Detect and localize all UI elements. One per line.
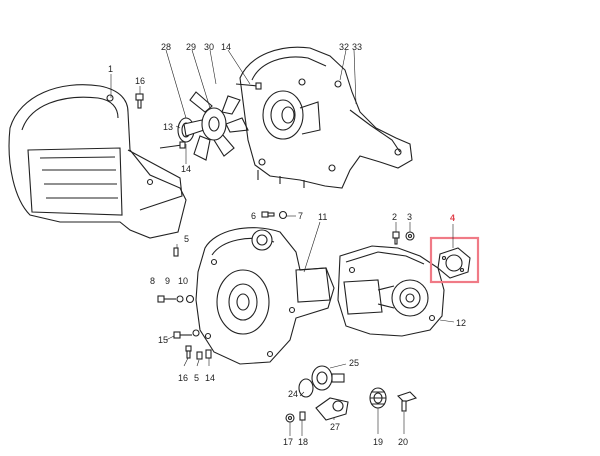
label-28: 28 [161,42,171,52]
part-6-bolt[interactable] [261,211,275,218]
part-1-fan-shroud[interactable] [8,84,187,239]
part-14-screw-bottom[interactable] [205,349,212,359]
label-33: 33 [352,42,362,52]
label-24: 24 [288,389,298,399]
label-1: 1 [108,64,113,74]
part-20-pin[interactable] [396,391,418,412]
label-25: 25 [349,358,359,368]
label-7: 7 [298,211,303,221]
label-14-top: 14 [221,42,231,52]
label-5-top: 5 [184,234,189,244]
label-15: 15 [158,335,168,345]
part-crankcase-half[interactable] [195,227,335,365]
label-13: 13 [163,122,173,132]
part-16-bolt-bottom[interactable] [185,345,192,359]
label-10: 10 [178,276,188,286]
highlight-box [429,236,480,284]
part-24-25-bearing[interactable] [298,365,345,398]
leader-lines [110,49,455,436]
part-32-33-flywheel-housing[interactable] [239,46,413,189]
label-16-top: 16 [135,76,145,86]
part-15-screw[interactable] [173,329,200,339]
part-2-bolt[interactable] [392,231,400,245]
part-5-pin-top[interactable] [173,247,179,257]
part-19-gear[interactable] [369,387,387,409]
label-9: 9 [165,276,170,286]
label-16-bottom: 16 [178,373,188,383]
part-7-nut[interactable] [278,210,288,220]
label-20: 20 [398,437,408,447]
part-4-gasket[interactable] [437,247,471,279]
label-18: 18 [298,437,308,447]
part-30-screw[interactable] [235,82,262,90]
label-11: 11 [318,212,327,222]
label-12: 12 [456,318,466,328]
label-27: 27 [330,422,340,432]
part-29-fan[interactable] [183,91,249,161]
label-19: 19 [373,437,383,447]
label-14-bottom: 14 [205,373,215,383]
part-14-screw-left[interactable] [159,141,186,149]
label-2: 2 [392,212,397,222]
part-16-bolt-top[interactable] [135,93,144,109]
label-6: 6 [251,211,256,221]
part-5-pin-bottom[interactable] [196,351,203,360]
part-3-washer[interactable] [405,231,415,241]
label-30: 30 [204,42,214,52]
part-17-18-hardware[interactable] [285,411,306,423]
label-29: 29 [186,42,196,52]
label-3: 3 [407,212,412,222]
label-8: 8 [150,276,155,286]
label-14-mid: 14 [181,164,191,174]
label-17: 17 [283,437,293,447]
label-5-bottom: 5 [194,373,199,383]
label-4: 4 [450,213,455,223]
part-12-gearbox-cover[interactable] [337,245,445,337]
part-8-9-10-hardware[interactable] [157,294,195,304]
label-32: 32 [339,42,349,52]
part-27-shaft[interactable] [315,397,349,421]
part-labels: 1 16 28 29 30 14 32 33 13 14 6 7 11 2 3 … [108,42,466,447]
